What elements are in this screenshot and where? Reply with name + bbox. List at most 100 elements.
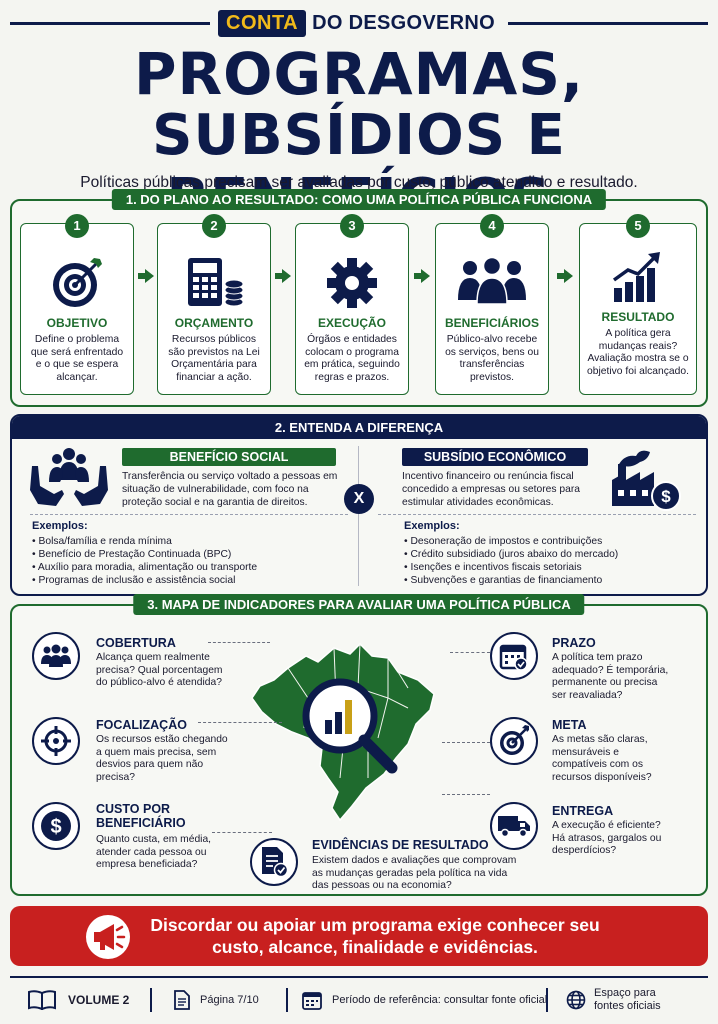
dollar-coin-icon: $ — [32, 802, 80, 850]
economic-subsidy-desc: Incentivo financeiro ou renúncia fiscal … — [402, 471, 581, 508]
step-title: RESULTADO — [601, 310, 675, 324]
people-group-icon — [456, 256, 528, 306]
section-1-tag: 1. DO PLANO AO RESULTADO: COMO UMA POLÍT… — [111, 189, 607, 210]
footer-rule — [10, 976, 708, 978]
svg-text:$: $ — [661, 487, 671, 506]
connector-line — [442, 794, 490, 795]
footer-separator — [286, 988, 288, 1012]
list-item: Desoneração de impostos e contribuições — [404, 535, 704, 548]
subtitle: Políticas públicas precisam ser avaliada… — [80, 174, 638, 191]
brand-highlight: CONTA — [218, 9, 307, 37]
step-number: 1 — [65, 214, 89, 238]
indicator-title: META — [552, 718, 587, 732]
section-plan-to-result: 1. DO PLANO AO RESULTADO: COMO UMA POLÍT… — [10, 189, 708, 407]
step-title: OBJETIVO — [46, 316, 108, 330]
indicator-desc: Os recursos estão chegando a quem mais p… — [96, 734, 228, 783]
indicator-title: PRAZO — [552, 636, 596, 650]
header-rule-left — [10, 22, 210, 25]
versus-badge: X — [344, 484, 374, 514]
connector-line — [208, 642, 270, 643]
list-item: Crédito subsidiado (juros abaixo do merc… — [404, 548, 704, 561]
hands-people-icon — [30, 446, 108, 512]
book-icon — [28, 990, 56, 1010]
step-desc: Recursos públicos são previstos na Lei O… — [168, 334, 260, 383]
economic-subsidy-label: SUBSÍDIO ECONÔMICO — [402, 448, 588, 466]
step-desc: Define o problema que será enfrentado e … — [30, 334, 124, 383]
title-line-1: PROGRAMAS, — [133, 40, 585, 108]
divider — [378, 514, 696, 515]
step-result: 5 RESULTADO A política gera mudanças rea… — [579, 214, 697, 395]
step-budget: 2 ORÇAMENTO Recursos públicos são previs… — [157, 214, 271, 395]
target-icon — [50, 256, 104, 310]
footer-separator — [546, 988, 548, 1012]
list-item: Auxílio para moradia, alimentação ou tra… — [32, 561, 352, 574]
svg-text:$: $ — [50, 816, 61, 838]
step-number: 5 — [626, 214, 650, 238]
step-number: 2 — [202, 214, 226, 238]
indicator-title: EVIDÊNCIAS DE RESULTADO — [312, 838, 489, 852]
step-title: ORÇAMENTO — [174, 316, 254, 330]
brand-rest: DO DESGOVERNO — [312, 11, 495, 34]
brazil-map-icon — [248, 628, 448, 822]
page-icon — [174, 990, 190, 1010]
social-benefit-desc: Transferência ou serviço voltado a pesso… — [122, 471, 338, 508]
footer-period: Período de referência: consultar fonte o… — [302, 987, 547, 1013]
volume-label: VOLUME 2 — [68, 993, 130, 1007]
examples-title: Exemplos: — [404, 520, 460, 532]
gear-icon — [325, 256, 379, 310]
subsidy-examples-list: Desoneração de impostos e contribuições … — [404, 535, 704, 587]
sources-note: Espaço para fontes oficiais — [594, 987, 661, 1012]
list-item: Bolsa/família e renda mínima — [32, 535, 352, 548]
divider — [30, 514, 348, 515]
indicator-title: FOCALIZAÇÃO — [96, 718, 187, 732]
step-desc: Público-alvo recebe os serviços, bens ou… — [445, 334, 539, 383]
footer-separator — [150, 988, 152, 1012]
indicator-desc: As metas são claras, mensuráveis e compa… — [552, 734, 652, 783]
reference-period: Período de referência: consultar fonte o… — [332, 994, 548, 1006]
header-rule-right — [508, 22, 708, 25]
list-item: Subvenções e garantias de financiamento — [404, 574, 704, 587]
people-group-icon — [32, 632, 80, 680]
megaphone-icon — [86, 915, 130, 959]
indicator-desc: A política tem prazo adequado? É temporá… — [552, 652, 669, 701]
indicator-desc: Alcança quem realmente precisa? Qual por… — [96, 652, 223, 688]
step-number: 4 — [480, 214, 504, 238]
delivery-truck-icon — [490, 802, 538, 850]
column-divider — [358, 446, 359, 586]
document-check-icon — [250, 838, 298, 886]
target-icon — [490, 717, 538, 765]
globe-icon — [566, 990, 586, 1010]
step-title: EXECUÇÃO — [317, 316, 386, 330]
step-desc: A política gera mudanças reais? Avaliaçã… — [587, 328, 689, 377]
step-number: 3 — [340, 214, 364, 238]
list-item: Isenções e incentivos fiscais setoriais — [404, 561, 704, 574]
indicator-desc: A execução é eficiente? Há atrasos, garg… — [552, 820, 662, 856]
indicator-desc: Quanto custa, em média, atender cada pes… — [96, 834, 212, 870]
section-difference: 2. ENTENDA A DIFERENÇA BENEFÍCIO SOCIAL … — [10, 414, 708, 596]
footer-page: Página 7/10 — [174, 987, 259, 1013]
indicator-title: CUSTO POR BENEFICIÁRIO — [96, 802, 186, 830]
factory-money-icon: $ — [610, 446, 682, 512]
connector-line — [450, 652, 490, 653]
step-objective: 1 OBJETIVO Define o problema que será en… — [20, 214, 134, 395]
indicator-title: COBERTURA — [96, 636, 176, 650]
footer-volume: VOLUME 2 — [28, 987, 129, 1013]
social-benefit-label: BENEFÍCIO SOCIAL — [122, 448, 336, 466]
calendar-check-icon — [490, 632, 538, 680]
section-2-tag: 2. ENTENDA A DIFERENÇA — [12, 416, 706, 439]
examples-title: Exemplos: — [32, 520, 88, 532]
brand-logo: CONTA DO DESGOVERNO — [218, 8, 495, 38]
connector-line — [442, 742, 490, 743]
connector-line — [212, 832, 272, 833]
calculator-coins-icon — [184, 256, 244, 310]
call-to-action-banner: Discordar ou apoiar um programa exige co… — [10, 906, 708, 966]
step-title: BENEFICIÁRIOS — [444, 316, 539, 330]
growth-chart-icon — [610, 250, 666, 304]
step-execution: 3 EXECUÇÃO Órgãos e entidades colocam o … — [295, 214, 409, 395]
banner-text: Discordar ou apoiar um programa exige co… — [150, 915, 600, 957]
connector-line — [198, 722, 282, 723]
step-beneficiaries: 4 BENEFICIÁRIOS Público-alvo recebe os s… — [435, 214, 549, 395]
social-examples-list: Bolsa/família e renda mínima Benefício d… — [32, 535, 352, 587]
page-number: Página 7/10 — [200, 994, 259, 1006]
calendar-icon — [302, 990, 322, 1010]
